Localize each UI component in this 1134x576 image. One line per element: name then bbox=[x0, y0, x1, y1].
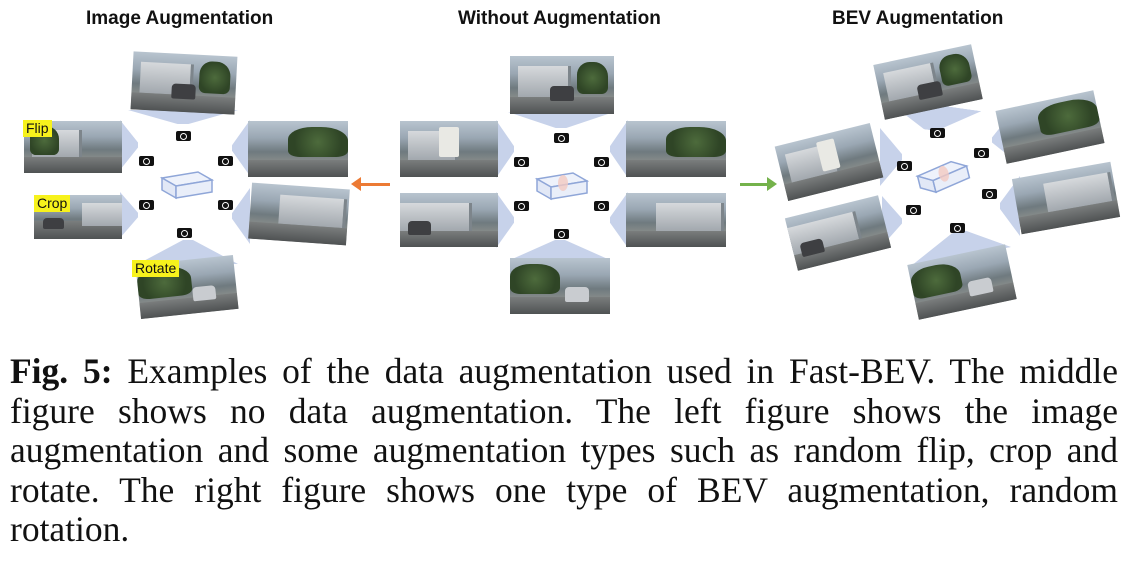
camera-image-front bbox=[130, 51, 238, 115]
camera-icon bbox=[554, 226, 570, 239]
camera-image-back bbox=[907, 244, 1017, 320]
camera-image-back-right bbox=[626, 193, 726, 247]
camera-icon bbox=[974, 145, 990, 158]
panel-title-bev-augmentation: BEV Augmentation bbox=[832, 8, 1004, 29]
camera-image-front-right bbox=[995, 90, 1105, 164]
arrow-to-bev-augmentation bbox=[740, 177, 777, 191]
camera-image-front bbox=[873, 44, 983, 120]
camera-image-back bbox=[510, 258, 610, 314]
camera-image-front bbox=[510, 56, 614, 114]
view-fan bbox=[496, 120, 514, 178]
camera-image-back-right bbox=[248, 182, 350, 246]
camera-icon bbox=[594, 154, 610, 167]
camera-image-front-left bbox=[400, 121, 498, 177]
flip-tag: Flip bbox=[23, 120, 52, 137]
camera-icon bbox=[218, 197, 234, 210]
camera-icon bbox=[514, 198, 530, 211]
ego-vehicle-box bbox=[915, 160, 971, 194]
camera-icon bbox=[176, 128, 192, 141]
camera-icon bbox=[982, 186, 998, 199]
camera-icon bbox=[906, 202, 922, 215]
ego-vehicle-box bbox=[159, 171, 215, 200]
view-fan bbox=[496, 192, 514, 248]
figure: Image Augmentation Without Augmentation … bbox=[23, 8, 1121, 320]
camera-icon bbox=[177, 225, 193, 238]
view-fan bbox=[508, 112, 614, 128]
figure-caption: Fig. 5: Examples of the data augmentatio… bbox=[10, 351, 1119, 550]
camera-icon bbox=[950, 220, 966, 233]
camera-icon bbox=[554, 130, 570, 143]
camera-image-back-left bbox=[784, 195, 892, 271]
camera-icon bbox=[897, 158, 913, 171]
camera-icon bbox=[218, 153, 234, 166]
ego-vehicle-box bbox=[534, 172, 590, 201]
camera-image-front-right bbox=[626, 121, 726, 177]
panel-title-image-augmentation: Image Augmentation bbox=[86, 8, 274, 29]
arrow-to-image-augmentation bbox=[351, 177, 390, 191]
rotate-tag: Rotate bbox=[132, 260, 180, 277]
camera-image-front-left bbox=[774, 122, 884, 202]
view-fan bbox=[120, 120, 138, 170]
camera-image-back-right bbox=[1011, 161, 1121, 235]
camera-icon bbox=[139, 197, 155, 210]
caption-label: Fig. 5: bbox=[10, 351, 113, 391]
view-fan bbox=[510, 240, 610, 260]
view-fan bbox=[232, 188, 250, 244]
camera-icon bbox=[139, 153, 155, 166]
camera-image-back-left bbox=[34, 195, 122, 239]
camera-image-front-right bbox=[248, 121, 348, 177]
panel-title-without-augmentation: Without Augmentation bbox=[458, 8, 661, 29]
view-fan bbox=[120, 192, 138, 238]
camera-image-back-left bbox=[400, 193, 498, 247]
camera-icon bbox=[514, 154, 530, 167]
caption-text: Examples of the data augmentation used i… bbox=[10, 351, 1119, 549]
view-fan bbox=[880, 128, 902, 186]
camera-icon bbox=[594, 198, 610, 211]
camera-icon bbox=[930, 125, 946, 138]
crop-tag: Crop bbox=[34, 195, 71, 212]
